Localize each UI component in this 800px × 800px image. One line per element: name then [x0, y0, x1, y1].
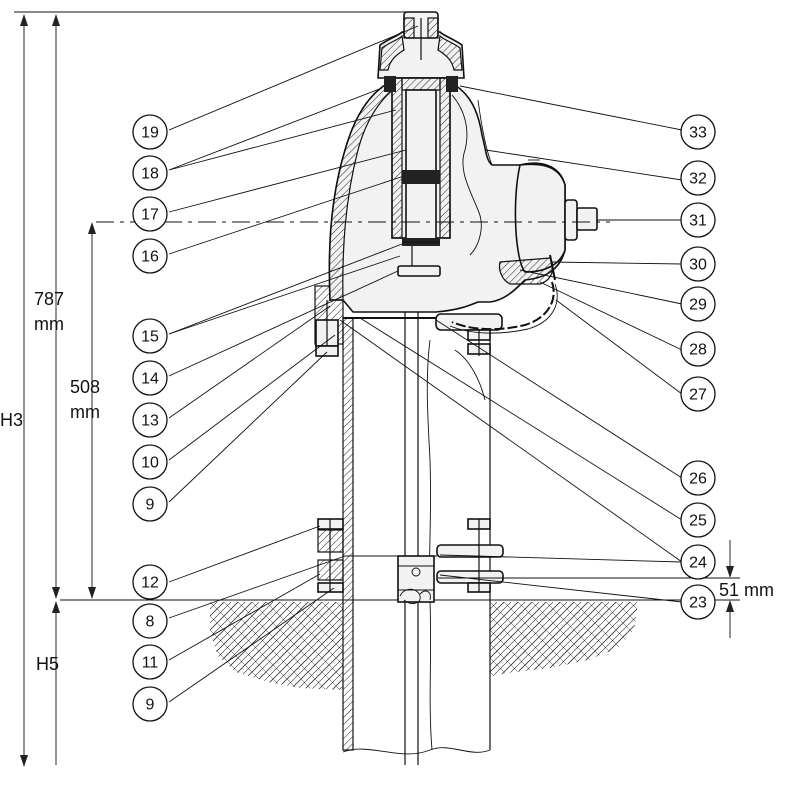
part-callouts-left: 19 18 17 16 15 14 13 10 9 12 8 11 9: [132, 114, 168, 722]
svg-text:12: 12: [141, 575, 159, 592]
height-787-unit: mm: [34, 314, 64, 334]
svg-text:15: 15: [141, 329, 159, 346]
leader-lines: [168, 25, 683, 703]
svg-text:13: 13: [141, 413, 159, 430]
standpipe: [342, 317, 491, 755]
bonnet-dome-hatch-right: [437, 34, 463, 71]
callout-13: 13: [132, 402, 168, 438]
barrel-break-line: [342, 747, 491, 755]
callout-33: 33: [680, 114, 716, 150]
callout-27: 27: [680, 376, 716, 412]
upper-flange: [314, 285, 503, 357]
svg-text:29: 29: [689, 297, 707, 314]
callout-9-lower: 9: [132, 686, 168, 722]
svg-text:24: 24: [689, 555, 707, 572]
flange-right-upper: [436, 544, 504, 558]
callout-30: 30: [680, 246, 716, 282]
operating-nut-hatch-right: [427, 17, 439, 39]
valve-stem: [397, 270, 435, 765]
nozzle-collar: [564, 199, 578, 241]
callout-28: 28: [680, 331, 716, 367]
ground-hatch-right: [490, 602, 638, 676]
coupling-clip: [399, 588, 421, 604]
coupling-pin-top: [411, 567, 421, 577]
barrel-wall-left: [342, 317, 354, 751]
svg-text:26: 26: [689, 471, 707, 488]
stem-collar: [397, 265, 441, 277]
head-inner-contour: [451, 94, 482, 256]
h5-label: H5: [36, 654, 59, 674]
callout-16: 16: [132, 238, 168, 274]
part-callouts-right: 33 32 31 30 29 28 27 26 25 24 23: [680, 114, 716, 620]
upper-nut-left: [315, 345, 339, 357]
svg-text:28: 28: [689, 342, 707, 359]
ground-hatch-left: [210, 602, 343, 690]
svg-text:9: 9: [146, 497, 155, 514]
callout-23: 23: [680, 584, 716, 620]
dimension-lines: [14, 11, 740, 767]
svg-text:8: 8: [146, 614, 155, 631]
svg-text:27: 27: [689, 387, 707, 404]
svg-text:17: 17: [141, 207, 159, 224]
callout-18: 18: [132, 155, 168, 191]
nozzle-cap: [514, 163, 566, 273]
callout-32: 32: [680, 160, 716, 196]
svg-text:14: 14: [141, 371, 159, 388]
height-508-unit: mm: [70, 402, 100, 422]
stem-coupling: [397, 555, 435, 603]
ground-section: [60, 599, 640, 690]
svg-text:33: 33: [689, 125, 707, 142]
bonnet: [377, 11, 465, 277]
callout-10: 10: [132, 444, 168, 480]
callout-9-upper: 9: [132, 486, 168, 522]
o-ring-upper: [402, 170, 440, 184]
callout-24: 24: [680, 544, 716, 580]
bonnet-dome-hatch-left: [379, 34, 405, 71]
barrel-inner-contour-2: [454, 349, 486, 401]
height-508-value: 508: [70, 377, 100, 397]
svg-text:19: 19: [141, 125, 159, 142]
svg-text:32: 32: [689, 171, 707, 188]
svg-text:9: 9: [146, 697, 155, 714]
svg-text:10: 10: [141, 455, 159, 472]
thrust-washer-left: [384, 76, 396, 92]
svg-text:11: 11: [142, 655, 159, 672]
callout-25: 25: [680, 502, 716, 538]
svg-text:30: 30: [689, 257, 707, 274]
upper-stem: [405, 89, 437, 241]
callout-15: 15: [132, 318, 168, 354]
callout-29: 29: [680, 286, 716, 322]
cap-nut: [576, 207, 598, 231]
barrel-inner-contour: [426, 339, 433, 751]
depth-51-label: 51 mm: [719, 580, 774, 600]
svg-text:31: 31: [689, 213, 707, 230]
callout-19: 19: [132, 114, 168, 150]
svg-text:23: 23: [689, 595, 707, 612]
svg-text:16: 16: [141, 249, 159, 266]
thrust-washer-right: [446, 76, 458, 92]
svg-text:18: 18: [141, 166, 159, 183]
chain-links: [451, 281, 555, 331]
callout-11: 11: [132, 644, 168, 680]
h3-label: H3: [0, 410, 23, 430]
housing-wall-right: [439, 77, 451, 239]
callout-17: 17: [132, 196, 168, 232]
callout-26: 26: [680, 460, 716, 496]
callout-8: 8: [132, 603, 168, 639]
callout-12: 12: [132, 564, 168, 600]
callout-14: 14: [132, 360, 168, 396]
callout-31: 31: [680, 202, 716, 238]
housing-wall-left: [391, 77, 403, 239]
svg-text:25: 25: [689, 513, 707, 530]
height-787-value: 787: [34, 289, 64, 309]
packing-gland: [401, 77, 441, 91]
